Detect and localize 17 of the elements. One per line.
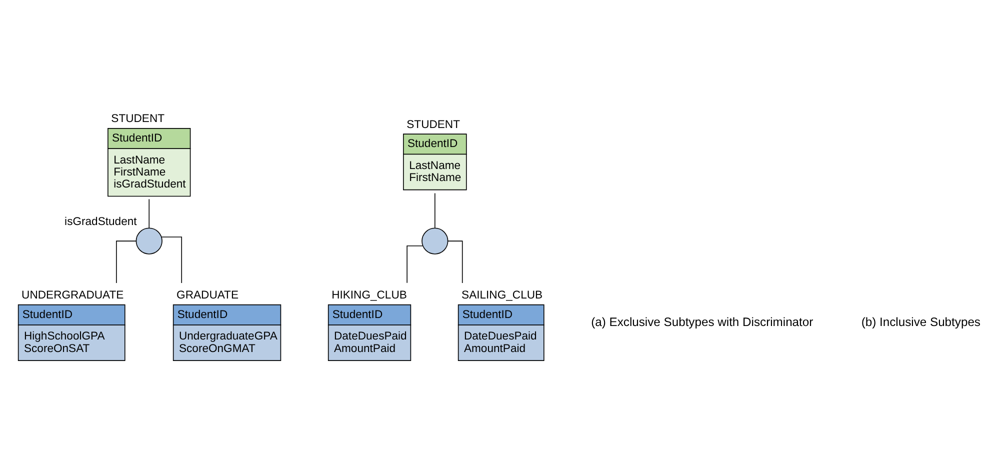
node-label: STUDENT [111, 112, 165, 125]
node-label: STUDENT [406, 118, 460, 130]
connector [406, 245, 424, 283]
node-circle [422, 227, 448, 254]
node-label: SAILING_CLUB [462, 289, 543, 302]
node-label: isGradStudent [64, 216, 137, 228]
connector [161, 236, 182, 283]
node-label: GRADUATE [176, 289, 238, 302]
label: (a) Exclusive Subtypes with Discriminator [591, 314, 814, 329]
node-label: HIKING_CLUB [332, 289, 407, 302]
label: (b) Inclusive Subtypes [861, 314, 980, 329]
connector [148, 198, 150, 228]
connector [448, 240, 463, 283]
node-circle [136, 227, 162, 254]
connector [434, 192, 436, 228]
node-label: UNDERGRADUATE [22, 289, 124, 302]
connector [116, 240, 137, 283]
